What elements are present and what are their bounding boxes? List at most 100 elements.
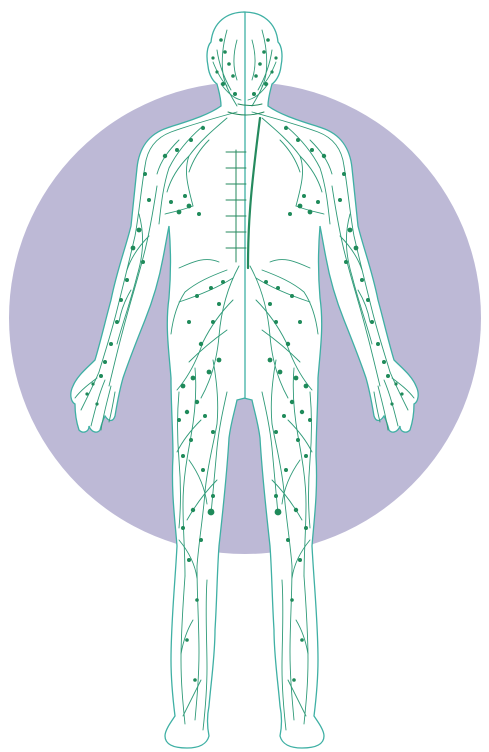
lymph-node-left-38 [217,358,222,363]
lymph-node-left-31 [221,280,225,284]
lymph-node-right-4 [264,82,268,86]
lymph-node-left-23 [119,298,123,302]
lymph-node-left-42 [195,400,199,404]
lymph-node-right-48 [304,454,308,458]
lymph-node-left-13 [177,210,182,215]
lymph-node-left-47 [189,438,193,442]
lymph-node-right-54 [286,538,290,542]
lymph-node-left-9 [189,138,193,142]
lymph-node-left-43 [185,410,189,414]
lymph-node-left-30 [95,402,98,405]
lymph-node-right-51 [294,508,298,512]
lymph-node-left-54 [199,538,203,542]
lymph-node-right-0 [266,38,270,42]
lymph-node-left-39 [207,370,212,375]
lymph-node-left-49 [201,468,205,472]
lymph-node-left-28 [91,382,94,385]
lymph-node-left-18 [147,198,151,202]
lymph-node-right-37 [286,342,290,346]
lymph-node-right-33 [290,294,294,298]
lymph-node-right-3 [254,74,258,78]
lymph-node-left-15 [169,200,173,204]
lymph-node-right-44 [282,414,286,418]
lymph-node-right-7 [270,70,273,73]
lymph-node-left-2 [227,62,231,66]
lymph-node-right-20 [354,246,359,251]
lymph-node-left-10 [175,148,179,152]
lymph-node-left-33 [195,294,199,298]
lymph-node-right-45 [308,418,312,422]
lymph-node-right-24 [370,320,374,324]
lymph-node-left-17 [143,172,147,176]
lymph-node-left-55 [187,558,191,562]
lymph-node-right-35 [298,320,302,324]
lymph-node-left-3 [231,74,235,78]
lymph-node-right-17 [342,172,346,176]
lymph-node-left-35 [187,320,191,324]
lymph-node-left-41 [181,384,186,389]
lymph-node-left-37 [199,342,203,346]
lymph-node-left-40 [191,376,196,381]
lymph-node-right-40 [294,376,299,381]
lymph-node-left-1 [223,50,227,54]
lymph-node-right-34 [268,302,272,306]
lymph-node-left-36 [211,320,215,324]
lymph-node-right-26 [382,360,386,364]
lymph-node-left-12 [187,204,192,209]
lymph-node-left-26 [103,360,107,364]
lymph-node-left-48 [181,454,185,458]
lymph-node-right-52 [304,526,308,530]
lymph-node-right-1 [262,50,266,54]
lymph-node-right-5 [252,92,256,96]
lymph-node-left-32 [209,286,213,290]
lymph-node-right-29 [400,392,403,395]
lymph-node-left-58 [193,678,197,682]
lymph-node-right-28 [394,382,397,385]
lymph-node-left-25 [109,342,113,346]
lymph-node-right-49 [284,468,288,472]
lymph-node-right-43 [300,410,304,414]
lymph-node-right-25 [376,342,380,346]
lymph-node-right-10 [310,148,314,152]
lymph-node-left-56 [195,598,199,602]
lymph-node-right-58 [292,678,296,682]
lymph-node-left-34 [217,302,221,306]
lymph-node-left-24 [115,320,119,324]
lymph-node-left-53 [208,509,215,516]
lymph-node-right-13 [308,210,313,215]
lymph-node-left-7 [215,70,218,73]
lymph-node-right-57 [300,638,304,642]
lymph-node-left-22 [125,278,129,282]
lymph-node-right-38 [268,358,273,363]
lymph-node-left-14 [197,212,201,216]
lymph-node-right-23 [366,298,370,302]
lymph-node-right-2 [258,62,262,66]
lymph-node-left-8 [201,126,205,130]
lymph-node-left-27 [99,374,103,378]
lymph-node-left-19 [137,228,142,233]
lymph-node-right-11 [322,154,326,158]
lymph-node-right-16 [302,194,306,198]
lymph-node-left-6 [211,56,214,59]
lymph-node-left-29 [85,392,88,395]
lymph-node-left-21 [141,260,145,264]
lymph-node-right-39 [278,370,283,375]
lymph-node-left-44 [203,414,207,418]
lymph-node-left-45 [177,418,181,422]
lymph-node-left-52 [181,526,185,530]
lymph-node-right-30 [390,402,393,405]
lymph-node-left-57 [185,638,189,642]
lymph-node-right-6 [274,56,277,59]
lymph-node-left-46 [211,430,215,434]
lymph-node-right-41 [304,384,309,389]
lymph-node-right-46 [274,430,278,434]
lymph-node-right-32 [276,286,280,290]
lymph-node-right-8 [284,126,288,130]
lymph-node-right-9 [296,138,300,142]
lymph-node-left-51 [191,508,195,512]
lymph-node-left-0 [219,38,223,42]
lymph-node-right-19 [348,228,353,233]
lymph-node-right-27 [386,374,390,378]
